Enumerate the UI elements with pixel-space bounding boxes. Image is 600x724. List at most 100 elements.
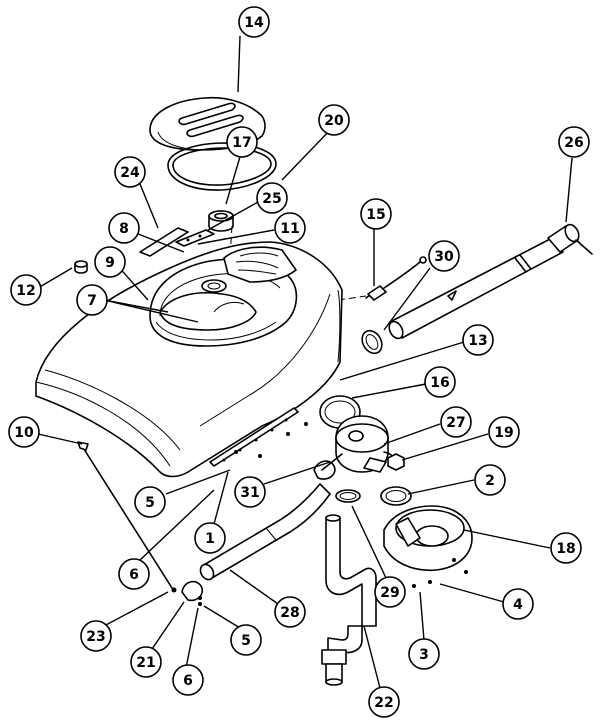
callout-label: 20 <box>324 113 344 129</box>
callout-29: 29 <box>374 576 406 608</box>
callout-6-upper: 6 <box>118 558 150 590</box>
leader-line <box>363 625 381 689</box>
callout-label: 29 <box>380 585 399 601</box>
callout-label: 15 <box>366 207 385 223</box>
callout-label: 19 <box>494 425 513 441</box>
callout-label: 27 <box>446 415 465 431</box>
connector-line <box>337 295 367 301</box>
callout-label: 5 <box>241 633 251 649</box>
leader-line <box>419 591 425 641</box>
callout-label: 2 <box>485 473 495 489</box>
callout-label: 24 <box>120 165 140 181</box>
callout-label: 21 <box>136 655 155 671</box>
leader-line <box>213 471 229 525</box>
callout-27: 27 <box>440 406 472 438</box>
leader-line <box>383 423 441 445</box>
callout-label: 28 <box>280 605 299 621</box>
leader-line <box>37 267 73 289</box>
callout-label: 7 <box>87 293 97 309</box>
leader-line <box>203 605 241 629</box>
part-sensor <box>365 256 427 301</box>
part-drain-pipe <box>321 514 377 686</box>
callout-4: 4 <box>502 588 534 620</box>
part-nut <box>387 453 405 471</box>
part-housing <box>383 505 473 588</box>
leader-line <box>197 229 275 245</box>
callout-13: 13 <box>462 324 494 356</box>
callout-30: 30 <box>428 240 460 272</box>
callout-label: 22 <box>374 695 393 711</box>
part-knob <box>208 210 234 232</box>
callout-28: 28 <box>274 596 306 628</box>
leader-line <box>225 149 243 205</box>
callout-5-upper: 5 <box>134 486 166 518</box>
part-hose-wand <box>388 223 593 340</box>
part-strip <box>139 227 189 257</box>
leader-line <box>103 299 199 323</box>
part-bracket <box>175 229 215 247</box>
leader-line <box>281 125 335 181</box>
leader-line <box>463 529 551 549</box>
callout-label: 13 <box>468 333 487 349</box>
part-tank-body <box>35 241 343 478</box>
callout-18: 18 <box>550 532 582 564</box>
leader-line <box>207 201 259 231</box>
callout-9: 9 <box>94 246 126 278</box>
callout-1: 1 <box>194 522 226 554</box>
leader-line <box>149 601 185 653</box>
callout-31: 31 <box>234 476 266 508</box>
leader-line <box>263 461 331 485</box>
callout-label: 12 <box>16 283 35 299</box>
leader-line <box>139 183 159 229</box>
callout-3: 3 <box>408 638 440 670</box>
callout-label: 23 <box>86 629 105 645</box>
callout-15: 15 <box>360 198 392 230</box>
leader-line <box>139 489 215 561</box>
callout-label: 5 <box>145 495 155 511</box>
callout-16: 16 <box>424 366 456 398</box>
callout-label: 4 <box>513 597 523 613</box>
callout-17: 17 <box>226 126 258 158</box>
callout-label: 18 <box>556 541 575 557</box>
callout-label: 10 <box>14 425 34 441</box>
leader-line <box>237 35 241 93</box>
callout-label: 6 <box>129 567 139 583</box>
callout-23: 23 <box>80 620 112 652</box>
callout-7: 7 <box>76 284 108 316</box>
callout-24: 24 <box>114 156 146 188</box>
leader-line <box>37 433 83 445</box>
callout-6-lower: 6 <box>172 664 204 696</box>
callout-label: 30 <box>434 249 454 265</box>
callout-label: 3 <box>419 647 429 663</box>
part-o-ring <box>380 486 412 506</box>
leader-line <box>185 607 199 669</box>
callout-label: 31 <box>240 485 259 501</box>
callout-19: 19 <box>488 416 520 448</box>
callout-label: 6 <box>183 673 193 689</box>
leader-line <box>407 479 475 495</box>
leader-line <box>383 267 431 331</box>
callout-5-lower: 5 <box>230 624 262 656</box>
leader-line <box>439 583 505 603</box>
callout-26: 26 <box>558 126 590 158</box>
part-small-clip <box>181 580 204 606</box>
part-clamp <box>335 489 361 503</box>
callout-label: 9 <box>105 255 115 271</box>
leader-line <box>565 157 573 223</box>
leader-line <box>351 383 427 399</box>
leader-line <box>229 569 279 605</box>
leader-line <box>103 591 169 627</box>
callout-8: 8 <box>108 212 140 244</box>
part-cap <box>74 260 88 274</box>
callout-11: 11 <box>274 212 306 244</box>
callout-25: 25 <box>256 182 288 214</box>
callout-12: 12 <box>10 274 42 306</box>
callout-label: 11 <box>280 221 299 237</box>
callout-label: 26 <box>564 135 583 151</box>
leader-line <box>401 433 489 461</box>
callout-14: 14 <box>238 6 270 38</box>
callout-label: 14 <box>244 15 264 31</box>
callout-label: 1 <box>205 531 215 547</box>
